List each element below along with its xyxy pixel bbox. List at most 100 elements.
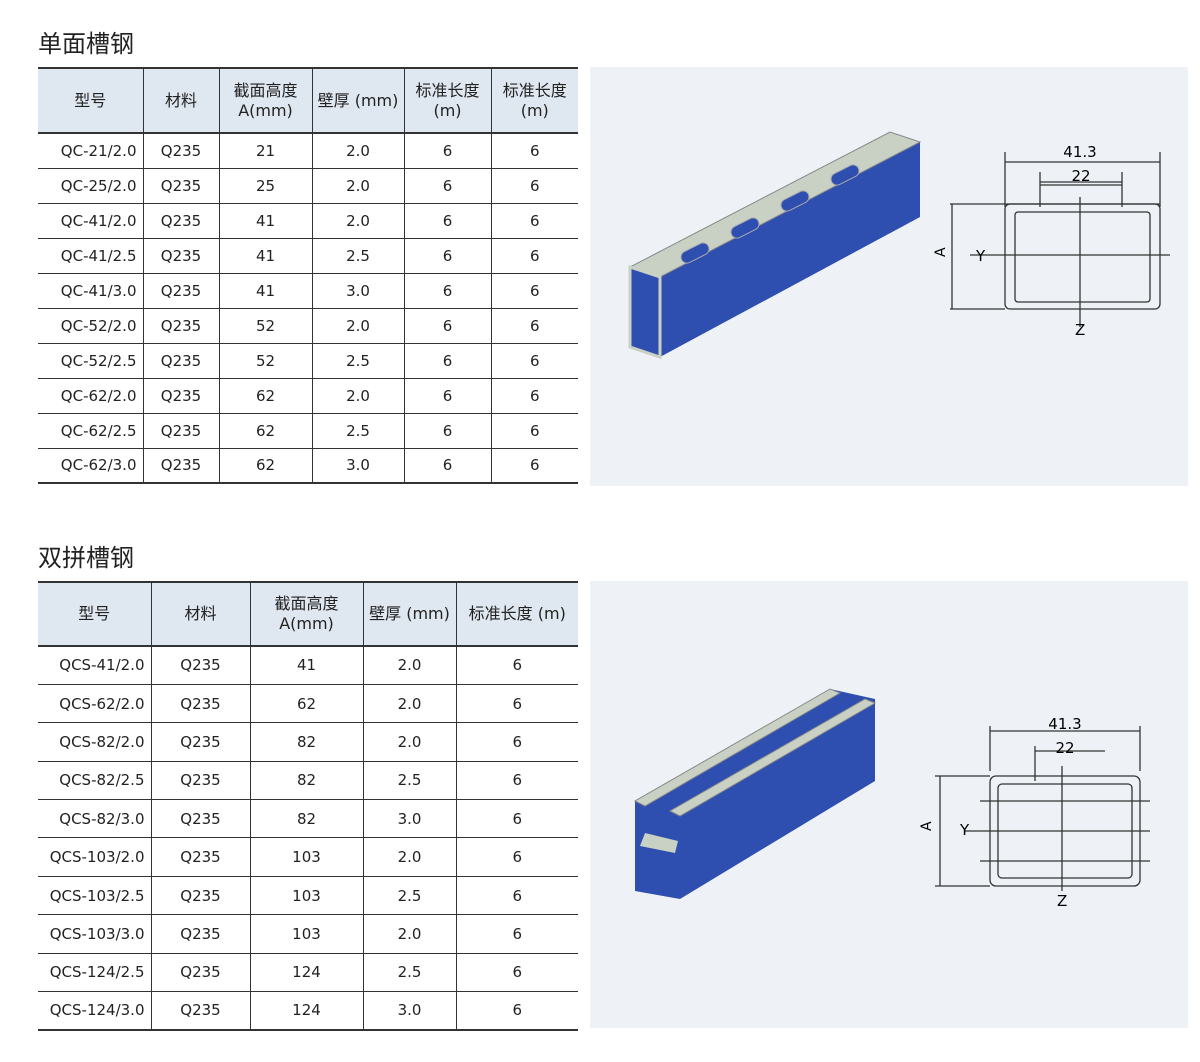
table-cell: 6 [455,991,578,1031]
table-cell: 62 [218,378,312,414]
table-cell: QCS-103/2.5 [38,876,151,916]
table-cell: 2.5 [311,238,404,274]
table-cell: 6 [490,273,578,309]
dim-width-label: 41.3 [1048,715,1081,733]
table-cell: QCS-82/2.0 [38,722,151,762]
column-header: 壁厚 (mm) [311,67,404,134]
column-header: 截面高度A(mm) [218,67,312,134]
table-cell: 2.0 [362,646,456,685]
column-header: 型号 [38,67,143,134]
table-cell: 3.0 [311,448,404,484]
table-cell: 6 [455,876,578,916]
table-cell: QC-41/3.0 [38,273,143,309]
table-cell: 6 [490,238,578,274]
single-channel-table: 型号材料截面高度A(mm)壁厚 (mm)标准长度(m)标准长度(m)QC-21/… [38,67,578,484]
cross-section-drawing [935,726,1150,891]
section-title-single: 单面槽钢 [38,30,134,58]
table-cell: 6 [455,799,578,839]
table-cell: Q235 [150,646,250,685]
double-channel-image-panel: 41.3 22 A Y Z [590,581,1188,1028]
table-cell: 82 [249,722,363,762]
table-cell: 52 [218,343,312,379]
table-cell: 3.0 [362,799,456,839]
table-cell: 2.0 [311,378,404,414]
table-cell: Q235 [150,837,250,877]
table-cell: 6 [455,761,578,801]
dim-slot-label: 22 [1071,167,1090,185]
section-title-double: 双拼槽钢 [38,544,134,572]
table-cell: 2.0 [311,308,404,344]
table-cell: QCS-82/3.0 [38,799,151,839]
table-cell: 6 [403,343,491,379]
table-cell: Q235 [150,991,250,1031]
table-cell: QC-62/2.0 [38,378,143,414]
column-header: 材料 [150,581,250,647]
table-cell: Q235 [150,761,250,801]
table-cell: Q235 [142,168,219,204]
table-cell: 124 [249,991,363,1031]
table-cell: Q235 [142,203,219,239]
dim-width-label: 41.3 [1063,143,1096,161]
table-cell: 6 [403,308,491,344]
table-cell: 6 [490,308,578,344]
table-cell: Q235 [150,684,250,724]
table-cell: 41 [249,646,363,685]
table-cell: 2.0 [311,168,404,204]
table-cell: Q235 [150,953,250,993]
dim-slot-label: 22 [1055,739,1074,757]
table-cell: 21 [218,133,312,169]
table-cell: Q235 [150,876,250,916]
cross-section-drawing [950,152,1170,327]
table-cell: Q235 [142,343,219,379]
column-header: 截面高度A(mm) [249,581,363,647]
table-cell: 2.0 [362,837,456,877]
column-header: 标准长度 (m) [455,581,578,647]
table-cell: QC-62/3.0 [38,448,143,484]
channel-body [630,132,920,357]
table-cell: 6 [403,203,491,239]
table-cell: 6 [490,448,578,484]
table-cell: QC-21/2.0 [38,133,143,169]
table-cell: 3.0 [311,273,404,309]
column-header: 标准长度(m) [403,67,491,134]
table-cell: Q235 [142,133,219,169]
single-channel-illustration: 41.3 22 A Y Z [628,131,1170,360]
table-cell: 25 [218,168,312,204]
table-cell: 103 [249,837,363,877]
table-cell: 6 [403,238,491,274]
table-cell: 6 [490,343,578,379]
table-cell: Q235 [142,273,219,309]
table-cell: 3.0 [362,991,456,1031]
table-cell: 62 [218,448,312,484]
table-cell: 52 [218,308,312,344]
column-header: 材料 [142,67,219,134]
table-cell: 103 [249,914,363,954]
table-cell: 41 [218,238,312,274]
table-cell: 2.0 [311,203,404,239]
table-cell: 6 [403,133,491,169]
axis-y-label: Y [959,821,970,839]
table-cell: QC-62/2.5 [38,413,143,449]
table-cell: 6 [490,168,578,204]
table-cell: Q235 [150,722,250,762]
table-cell: 2.0 [311,133,404,169]
table-cell: 6 [455,722,578,762]
table-cell: 41 [218,203,312,239]
table-cell: Q235 [150,914,250,954]
table-cell: QCS-82/2.5 [38,761,151,801]
table-cell: 6 [455,837,578,877]
table-cell: Q235 [142,378,219,414]
table-cell: QC-41/2.5 [38,238,143,274]
table-cell: 6 [403,413,491,449]
